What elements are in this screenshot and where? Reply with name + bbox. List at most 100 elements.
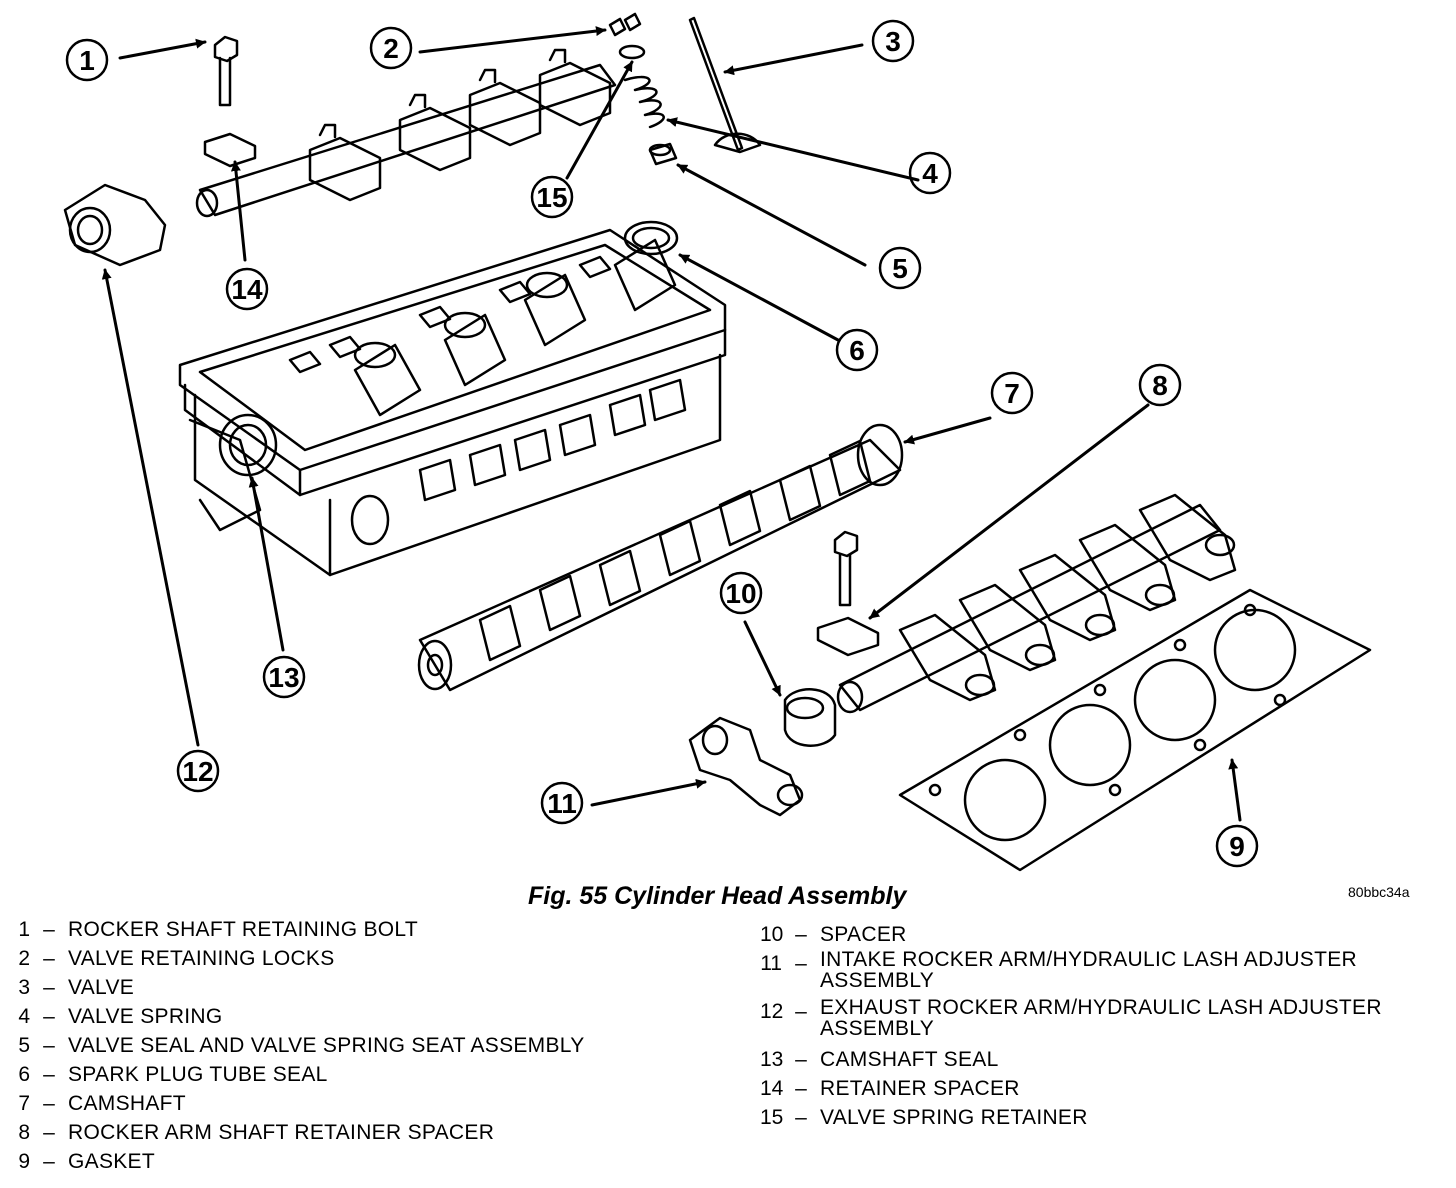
legend-label: EXHAUST ROCKER ARM/HYDRAULIC LASH ADJUST… <box>820 996 1382 1040</box>
legend-num: 13 <box>760 1048 784 1071</box>
leader-10 <box>743 620 782 697</box>
leader-12 <box>101 268 200 747</box>
legend-dash: – <box>795 1000 807 1023</box>
svg-text:15: 15 <box>536 182 567 213</box>
callout-15: 15 <box>530 175 574 219</box>
leader-8 <box>868 403 1150 620</box>
leader-5 <box>676 163 867 267</box>
svg-text:13: 13 <box>268 662 299 693</box>
svg-text:9: 9 <box>1229 831 1245 862</box>
callout-8: 8 <box>1138 363 1182 407</box>
legend-dash: – <box>795 923 807 946</box>
svg-text:14: 14 <box>231 274 263 305</box>
legend-dash: – <box>43 1005 55 1028</box>
callout-3: 3 <box>871 19 915 63</box>
legend-item: 7–CAMSHAFT <box>8 1089 728 1118</box>
figure-code: 80bbc34a <box>1348 884 1410 900</box>
svg-text:8: 8 <box>1152 370 1168 401</box>
legend-num: 7 <box>18 1092 30 1115</box>
legend-item: 13–CAMSHAFT SEAL <box>760 1045 1440 1074</box>
leader-13 <box>248 476 285 652</box>
lower-rocker-shaft <box>816 493 1237 714</box>
legend-label: CAMSHAFT <box>68 1092 186 1115</box>
svg-text:1: 1 <box>79 45 95 76</box>
callout-4: 4 <box>908 151 952 195</box>
leader-14 <box>230 160 247 262</box>
legend-label: VALVE SPRING RETAINER <box>820 1106 1088 1129</box>
legend-right: 10–SPACER 11–INTAKE ROCKER ARM/HYDRAULIC… <box>760 920 1440 1132</box>
legend-item: 4–VALVE SPRING <box>8 1002 728 1031</box>
leader-1 <box>118 38 207 60</box>
valve-components <box>608 12 762 166</box>
leader-4 <box>666 117 920 182</box>
legend-label: RETAINER SPACER <box>820 1077 1020 1100</box>
legend-dash: – <box>43 1063 55 1086</box>
svg-text:12: 12 <box>182 756 213 787</box>
spacer <box>783 688 837 747</box>
legend-label: ROCKER SHAFT RETAINING BOLT <box>68 918 418 941</box>
leader-arrows <box>101 26 1242 822</box>
legend-num: 2 <box>18 947 30 970</box>
callout-7: 7 <box>990 371 1034 415</box>
svg-text:5: 5 <box>892 253 908 284</box>
legend-num: 1 <box>18 918 30 941</box>
top-rocker-shaft <box>195 35 617 218</box>
svg-text:7: 7 <box>1004 378 1020 409</box>
leader-3 <box>723 43 864 76</box>
callout-14: 14 <box>225 267 269 311</box>
legend-item: 11–INTAKE ROCKER ARM/HYDRAULIC LASH ADJU… <box>760 949 1440 991</box>
legend-left: 1–ROCKER SHAFT RETAINING BOLT 2–VALVE RE… <box>8 915 728 1176</box>
legend-num: 8 <box>18 1121 30 1144</box>
legend-label: VALVE RETAINING LOCKS <box>68 947 335 970</box>
legend-dash: – <box>43 1034 55 1057</box>
legend-dash: – <box>43 918 55 941</box>
legend-item: 1–ROCKER SHAFT RETAINING BOLT <box>8 915 728 944</box>
cylinder-head <box>178 220 727 577</box>
camshaft <box>417 423 904 692</box>
figure-caption: Fig. 55 Cylinder Head Assembly <box>528 882 907 910</box>
legend-num: 12 <box>760 1000 784 1023</box>
callout-10: 10 <box>719 571 763 615</box>
legend-label: VALVE <box>68 976 135 999</box>
legend-label: INTAKE ROCKER ARM/HYDRAULIC LASH ADJUSTE… <box>820 948 1358 992</box>
legend-num: 4 <box>18 1005 30 1028</box>
legend-item: 3–VALVE <box>8 973 728 1002</box>
legend-label: VALVE SPRING <box>68 1005 223 1028</box>
legend-item: 2–VALVE RETAINING LOCKS <box>8 944 728 973</box>
legend-dash: – <box>43 947 55 970</box>
legend-item: 14–RETAINER SPACER <box>760 1074 1440 1103</box>
legend-label: GASKET <box>68 1150 155 1173</box>
svg-text:3: 3 <box>885 26 901 57</box>
svg-text:2: 2 <box>383 33 399 64</box>
callouts: 1 2 3 4 5 6 7 8 9 10 11 12 13 14 15 <box>65 19 1259 868</box>
head-gasket <box>898 588 1372 872</box>
legend-num: 11 <box>760 952 782 975</box>
legend-num: 5 <box>18 1034 30 1057</box>
leader-9 <box>1228 758 1242 822</box>
callout-6: 6 <box>835 328 879 372</box>
svg-text:11: 11 <box>547 788 577 819</box>
legend-dash: – <box>795 1048 807 1071</box>
legend-item: 15–VALVE SPRING RETAINER <box>760 1103 1440 1132</box>
leader-15 <box>565 60 634 180</box>
callout-1: 1 <box>65 38 109 82</box>
legend-item: 8–ROCKER ARM SHAFT RETAINER SPACER <box>8 1118 728 1147</box>
leader-11 <box>590 778 707 807</box>
svg-text:4: 4 <box>922 158 938 189</box>
callout-9: 9 <box>1215 824 1259 868</box>
legend-label: SPACER <box>820 923 907 946</box>
legend-num: 3 <box>18 976 30 999</box>
intake-rocker-arm <box>688 716 804 817</box>
legend-item: 5–VALVE SEAL AND VALVE SPRING SEAT ASSEM… <box>8 1031 728 1060</box>
callout-5: 5 <box>878 246 922 290</box>
legend-dash: – <box>43 1092 55 1115</box>
callout-2: 2 <box>369 26 413 70</box>
legend-label: VALVE SEAL AND VALVE SPRING SEAT ASSEMBL… <box>68 1034 585 1057</box>
leader-6 <box>678 253 840 342</box>
legend-dash: – <box>795 952 807 975</box>
legend-dash: – <box>795 1106 807 1129</box>
legend-item: 12–EXHAUST ROCKER ARM/HYDRAULIC LASH ADJ… <box>760 997 1440 1039</box>
legend-num: 14 <box>760 1077 784 1100</box>
legend-dash: – <box>43 1150 55 1173</box>
legend-label: CAMSHAFT SEAL <box>820 1048 999 1071</box>
